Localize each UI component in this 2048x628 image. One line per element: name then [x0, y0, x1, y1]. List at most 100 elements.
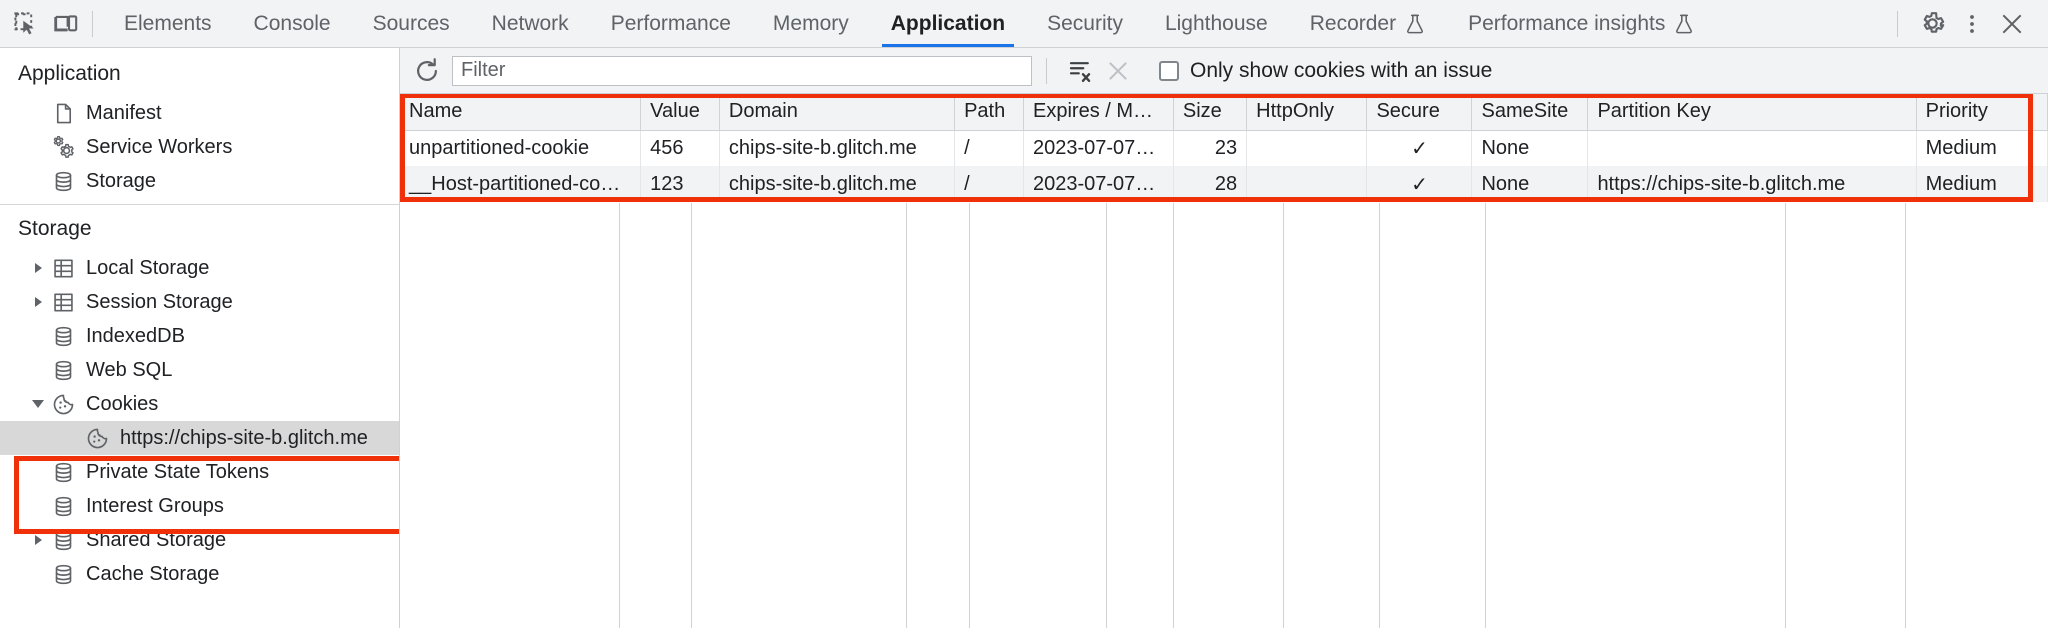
tab-security[interactable]: Security [1026, 0, 1144, 47]
cell-partition-key[interactable] [1587, 130, 1917, 166]
sidebar-item-service-workers[interactable]: Service Workers [0, 130, 399, 164]
sidebar-item-label: Cookies [86, 393, 159, 415]
tab-network[interactable]: Network [471, 0, 590, 47]
cell-value[interactable]: 456 [640, 130, 720, 166]
column-header-httponly[interactable]: HttpOnly [1246, 94, 1368, 131]
tab-recorder[interactable]: Recorder [1289, 0, 1447, 47]
cell-name[interactable]: __Host-partitioned-cookie [400, 166, 642, 202]
cell-value[interactable]: 123 [640, 166, 720, 202]
sidebar-item-label: Interest Groups [86, 495, 224, 517]
database-icon [50, 494, 76, 518]
gear-icon[interactable] [1912, 5, 1952, 43]
chevron-down-icon[interactable] [28, 394, 48, 414]
cell-name[interactable]: unpartitioned-cookie [400, 130, 642, 166]
sidebar-item-https-chips-site-b-glitch-me[interactable]: https://chips-site-b.glitch.me [0, 421, 399, 455]
sidebar-item-cookies[interactable]: Cookies [0, 387, 399, 421]
clear-filtered-cookies-icon[interactable] [1099, 54, 1137, 88]
checkbox-box[interactable] [1159, 60, 1179, 81]
sidebar-item-cache-storage[interactable]: Cache Storage [0, 557, 399, 591]
tab-label: Elements [124, 11, 212, 35]
column-header-domain[interactable]: Domain [719, 94, 956, 131]
cell-size[interactable]: 28 [1173, 166, 1248, 202]
cell-domain[interactable]: chips-site-b.glitch.me [719, 130, 956, 166]
tab-label: Application [890, 11, 1006, 35]
filterbar-divider [1046, 57, 1047, 84]
column-header-samesite[interactable]: SameSite [1471, 94, 1589, 131]
sidebar-item-label: Private State Tokens [86, 461, 270, 483]
tab-lighthouse[interactable]: Lighthouse [1144, 0, 1289, 47]
three-dots-icon[interactable] [1952, 5, 1992, 43]
grid-column-divider [1174, 203, 1284, 628]
sidebar-item-manifest[interactable]: Manifest [0, 96, 399, 130]
grid-column-divider [1486, 203, 1786, 628]
cell-domain[interactable]: chips-site-b.glitch.me [719, 166, 956, 202]
cell-partition-key[interactable]: https://chips-site-b.glitch.me [1587, 166, 1917, 202]
sidebar-item-label: Manifest [86, 102, 162, 124]
tab-elements[interactable]: Elements [103, 0, 233, 47]
chevron-right-icon[interactable] [28, 292, 48, 312]
cell-priority[interactable]: Medium [1916, 166, 2048, 202]
only-show-issues-label: Only show cookies with an issue [1190, 58, 1493, 82]
sidebar-section-title: Storage [18, 217, 92, 240]
chevron-right-icon[interactable] [28, 530, 48, 550]
sidebar-item-shared-storage[interactable]: Shared Storage [0, 523, 399, 557]
cell-size[interactable]: 23 [1173, 130, 1248, 166]
chevron-right-icon[interactable] [28, 258, 48, 278]
sidebar-item-private-state-tokens[interactable]: Private State Tokens [0, 455, 399, 489]
column-header-value[interactable]: Value [640, 94, 720, 131]
tab-performance-insights[interactable]: Performance insights [1447, 0, 1716, 47]
column-header-size[interactable]: Size [1173, 94, 1248, 131]
inspect-element-icon[interactable] [6, 5, 46, 43]
cell-samesite[interactable]: None [1471, 130, 1589, 166]
column-header-priority[interactable]: Priority [1916, 94, 2048, 131]
experiment-flask-icon [1404, 13, 1426, 35]
cell-path[interactable]: / [954, 130, 1024, 166]
cell-httponly[interactable] [1246, 166, 1368, 202]
cell-path[interactable]: / [954, 166, 1024, 202]
grid-column-divider [1107, 203, 1174, 628]
cookie-icon [84, 426, 110, 450]
sidebar-item-local-storage[interactable]: Local Storage [0, 251, 399, 285]
tab-memory[interactable]: Memory [752, 0, 870, 47]
grid-column-divider [692, 203, 907, 628]
device-toolbar-icon[interactable] [46, 5, 86, 43]
column-header-partition-key[interactable]: Partition Key [1587, 94, 1917, 131]
column-header-path[interactable]: Path [954, 94, 1024, 131]
close-icon[interactable] [1992, 5, 2032, 43]
sidebar-item-label: Web SQL [86, 359, 173, 381]
sidebar-item-storage[interactable]: Storage [0, 164, 399, 198]
sidebar-item-label: Shared Storage [86, 529, 227, 551]
cell-expires-m[interactable]: 2023-07-07… [1023, 130, 1174, 166]
tab-sources[interactable]: Sources [352, 0, 471, 47]
cell-httponly[interactable] [1246, 130, 1368, 166]
cell-secure[interactable]: ✓ [1366, 130, 1473, 166]
cell-samesite[interactable]: None [1471, 166, 1589, 202]
search-input[interactable] [452, 55, 1032, 86]
tab-performance[interactable]: Performance [590, 0, 752, 47]
cell-secure[interactable]: ✓ [1366, 166, 1473, 202]
sidebar-item-web-sql[interactable]: Web SQL [0, 353, 399, 387]
tab-console[interactable]: Console [233, 0, 352, 47]
clear-all-cookies-icon[interactable] [1061, 54, 1099, 88]
tab-application[interactable]: Application [870, 0, 1026, 47]
table-grid-icon [50, 290, 76, 314]
sidebar-item-session-storage[interactable]: Session Storage [0, 285, 399, 319]
database-icon [50, 460, 76, 484]
refresh-icon[interactable] [408, 53, 446, 89]
column-header-secure[interactable]: Secure [1366, 94, 1473, 131]
cell-priority[interactable]: Medium [1916, 130, 2048, 166]
sidebar-item-interest-groups[interactable]: Interest Groups [0, 489, 399, 523]
sidebar-item-indexeddb[interactable]: IndexedDB [0, 319, 399, 353]
column-header-name[interactable]: Name [400, 94, 642, 131]
grid-column-divider [1284, 203, 1380, 628]
grid-column-divider [970, 203, 1107, 628]
column-header-expires-m[interactable]: Expires / M… [1023, 94, 1174, 131]
cell-expires-m[interactable]: 2023-07-07… [1023, 166, 1174, 202]
only-show-issues-checkbox[interactable]: Only show cookies with an issue [1159, 59, 1492, 83]
